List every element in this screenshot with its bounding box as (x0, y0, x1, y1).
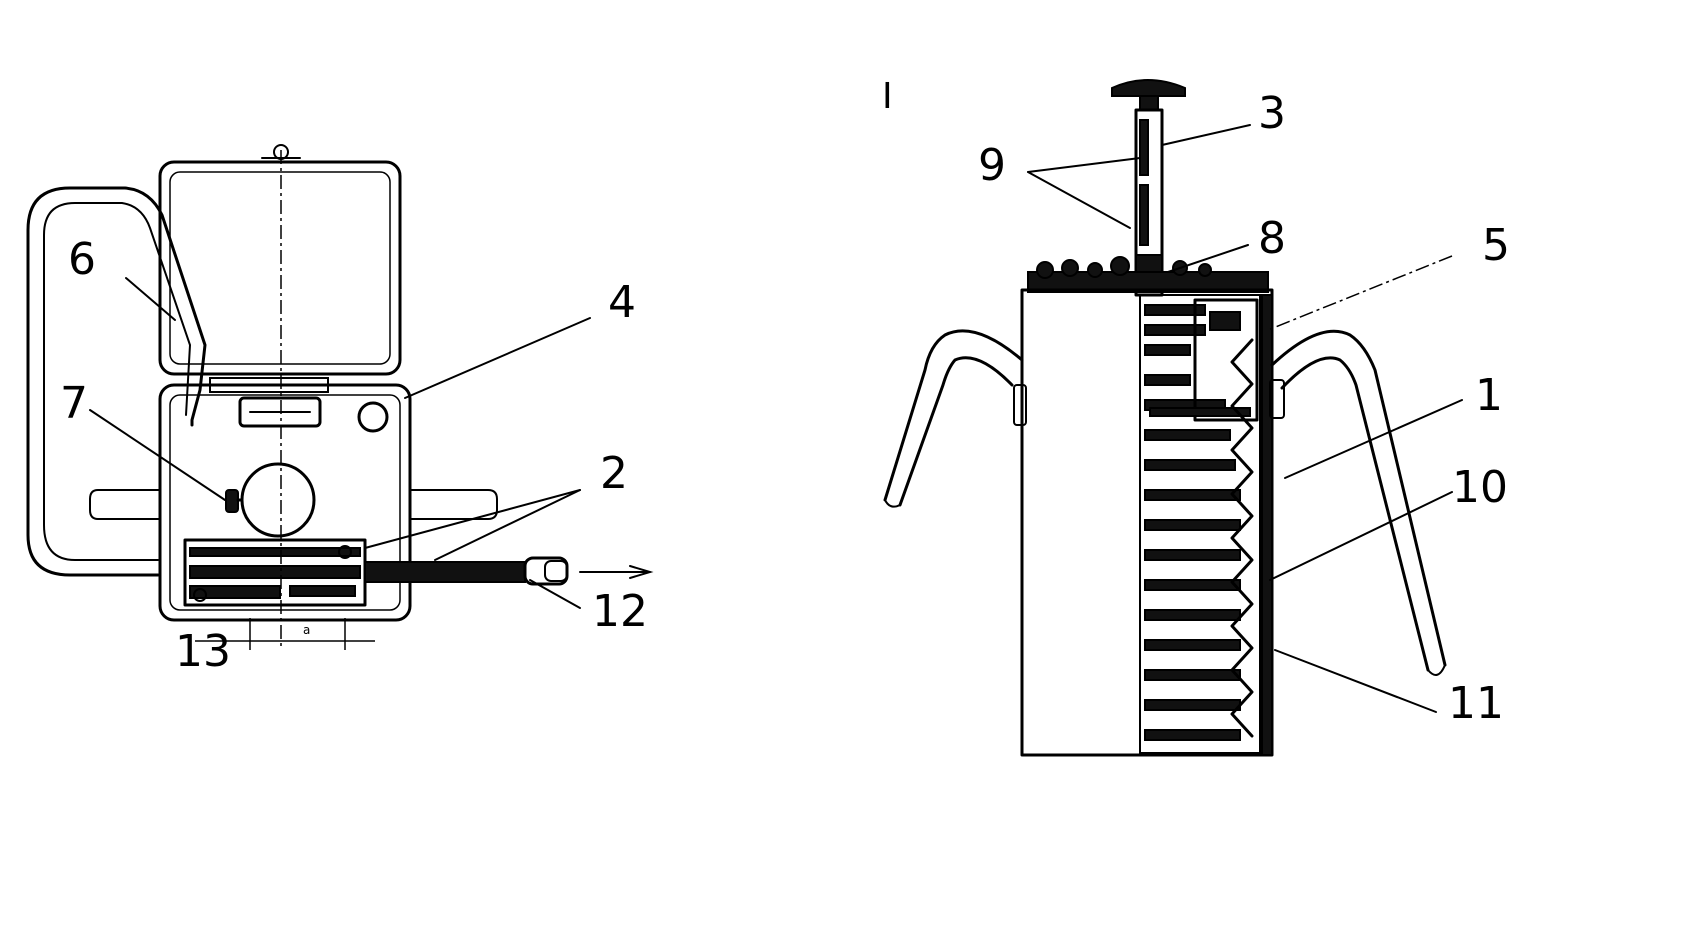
cylinder-bolt-2 (338, 545, 352, 559)
box-inner-edge (169, 394, 401, 611)
leader-5 (1267, 255, 1453, 331)
right-handle-bracket (1269, 379, 1285, 419)
tank-section-half (1139, 294, 1261, 754)
clamp-plate (238, 396, 322, 428)
outer-wall (1261, 294, 1273, 756)
callout-11: 11 (1448, 678, 1504, 729)
leader-8 (1167, 244, 1249, 273)
right-carry-handle (1270, 329, 1447, 667)
callout-5: 5 (1482, 220, 1510, 271)
cylinder-band-4 (289, 585, 356, 597)
flow-arrow-head (629, 565, 654, 579)
callout-12: 12 (592, 586, 648, 637)
leader-6 (125, 277, 176, 321)
callout-6: 6 (68, 234, 96, 285)
callout-8: 8 (1258, 213, 1286, 264)
plunger-knob (1111, 79, 1186, 97)
cylinder-band-3 (189, 585, 281, 599)
left-carry-handle (883, 329, 1024, 502)
left-view: a 6 7 4 2 12 13 (26, 144, 654, 677)
rod-slot-upper (1139, 119, 1149, 176)
plunger-knob-neck (1139, 95, 1159, 111)
callout-2: 2 (600, 448, 628, 499)
leader-10 (1269, 491, 1453, 581)
gauge-valve (225, 489, 239, 513)
leader-9b (1027, 171, 1131, 229)
left-handle-bracket (1013, 384, 1027, 426)
leader-2b (434, 489, 581, 561)
dimension-mark: a (303, 623, 310, 637)
callout-10: 10 (1452, 462, 1508, 513)
discharge-tube (364, 561, 526, 583)
leader-3 (1161, 124, 1251, 146)
right-view: I (882, 76, 1510, 757)
box-body (158, 383, 412, 622)
valve-chamber (1193, 298, 1259, 422)
callout-13: 13 (175, 626, 231, 677)
lid (158, 160, 402, 376)
leader-4 (404, 317, 591, 399)
cylinder-band-2 (189, 565, 361, 579)
round-port (357, 401, 389, 433)
right-side-handle (409, 489, 498, 520)
callout-4: 4 (608, 277, 636, 328)
nozzle-tip (544, 560, 568, 582)
callout-7: 7 (60, 378, 88, 429)
callout-1: 1 (1475, 370, 1503, 421)
leader-11 (1274, 649, 1437, 713)
valve-floor (1149, 407, 1251, 417)
rod-slot-lower (1139, 184, 1149, 246)
carry-strap-inner (43, 202, 192, 561)
carry-strap (26, 186, 207, 577)
diaphragm-zigzag (1230, 338, 1254, 738)
panel-mark: I (882, 76, 893, 117)
valve-block (1209, 311, 1241, 331)
bellows-fins (1144, 304, 1241, 741)
leader-2a (364, 489, 581, 549)
leader-7 (89, 409, 226, 501)
pressure-gauge (240, 462, 316, 538)
left-side-handle (89, 489, 161, 520)
lid-inner-edge (169, 171, 391, 365)
callout-3: 3 (1258, 88, 1286, 139)
callout-9: 9 (978, 140, 1006, 191)
leader-9a (1027, 157, 1141, 173)
leader-1 (1284, 399, 1463, 479)
cylinder-band-1 (189, 547, 361, 557)
cylinder-bolt-1 (193, 588, 207, 602)
leader-12 (529, 579, 581, 609)
tank-top-cap (1027, 271, 1269, 293)
